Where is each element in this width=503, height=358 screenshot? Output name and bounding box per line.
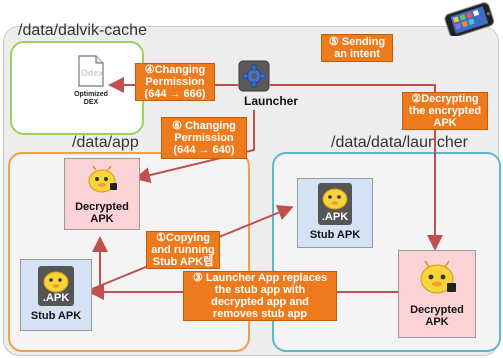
step4-note: ④Changing Permission (644 → 666) bbox=[135, 63, 215, 101]
launcher-label: Launcher bbox=[244, 94, 299, 108]
step6-note: ⑥ Changing Permission (644 → 640) bbox=[161, 117, 247, 159]
decrypted-apk-app-label: Decrypted APK bbox=[75, 201, 129, 225]
android-apk-icon bbox=[417, 259, 457, 300]
dex-caption: Optimized DEX bbox=[74, 91, 108, 106]
dex-file-label: Odex bbox=[80, 68, 104, 78]
step5-note: ⑤ Sending an intent bbox=[321, 34, 393, 62]
android-apk-icon bbox=[86, 164, 118, 199]
stub-apk-app-tile: .APK Stub APK bbox=[20, 259, 92, 331]
apk-badge: .APK bbox=[321, 211, 349, 223]
launcher-gear-icon bbox=[238, 60, 270, 92]
arrow-launcher-to-decrypted-app bbox=[134, 110, 255, 183]
stub-apk-launcher-tile: .APK Stub APK bbox=[297, 178, 373, 248]
step1-note: ①Copying and running Stub APK렙 bbox=[146, 231, 220, 269]
apk-badge: .APK bbox=[42, 292, 70, 304]
stub-apk-launcher-label: Stub APK bbox=[309, 229, 361, 241]
dex-file-icon: Odex bbox=[78, 55, 104, 87]
decrypted-apk-launcher-label: Decrypted APK bbox=[410, 304, 464, 328]
arrow-launcher-to-decrypted-launcher bbox=[270, 84, 443, 251]
step3-note: ③ Launcher App replaces the stub app wit… bbox=[183, 271, 337, 321]
android-apk-icon: .APK bbox=[318, 183, 352, 225]
decrypted-apk-launcher-tile: Decrypted APK bbox=[398, 250, 476, 338]
data-app-path-label: /data/app bbox=[72, 134, 139, 151]
data-launcher-path-label: /data/data/launcher bbox=[331, 134, 468, 151]
stub-apk-app-label: Stub APK bbox=[30, 310, 82, 322]
android-apk-icon: .APK bbox=[38, 266, 74, 306]
step2-note: ②Decrypting the encrypted APK bbox=[402, 92, 488, 130]
phone-icon bbox=[440, 2, 498, 38]
dalvik-cache-path-label: /data/dalvik-cache bbox=[18, 22, 147, 39]
decrypted-apk-app-tile: Decrypted APK bbox=[64, 158, 140, 230]
